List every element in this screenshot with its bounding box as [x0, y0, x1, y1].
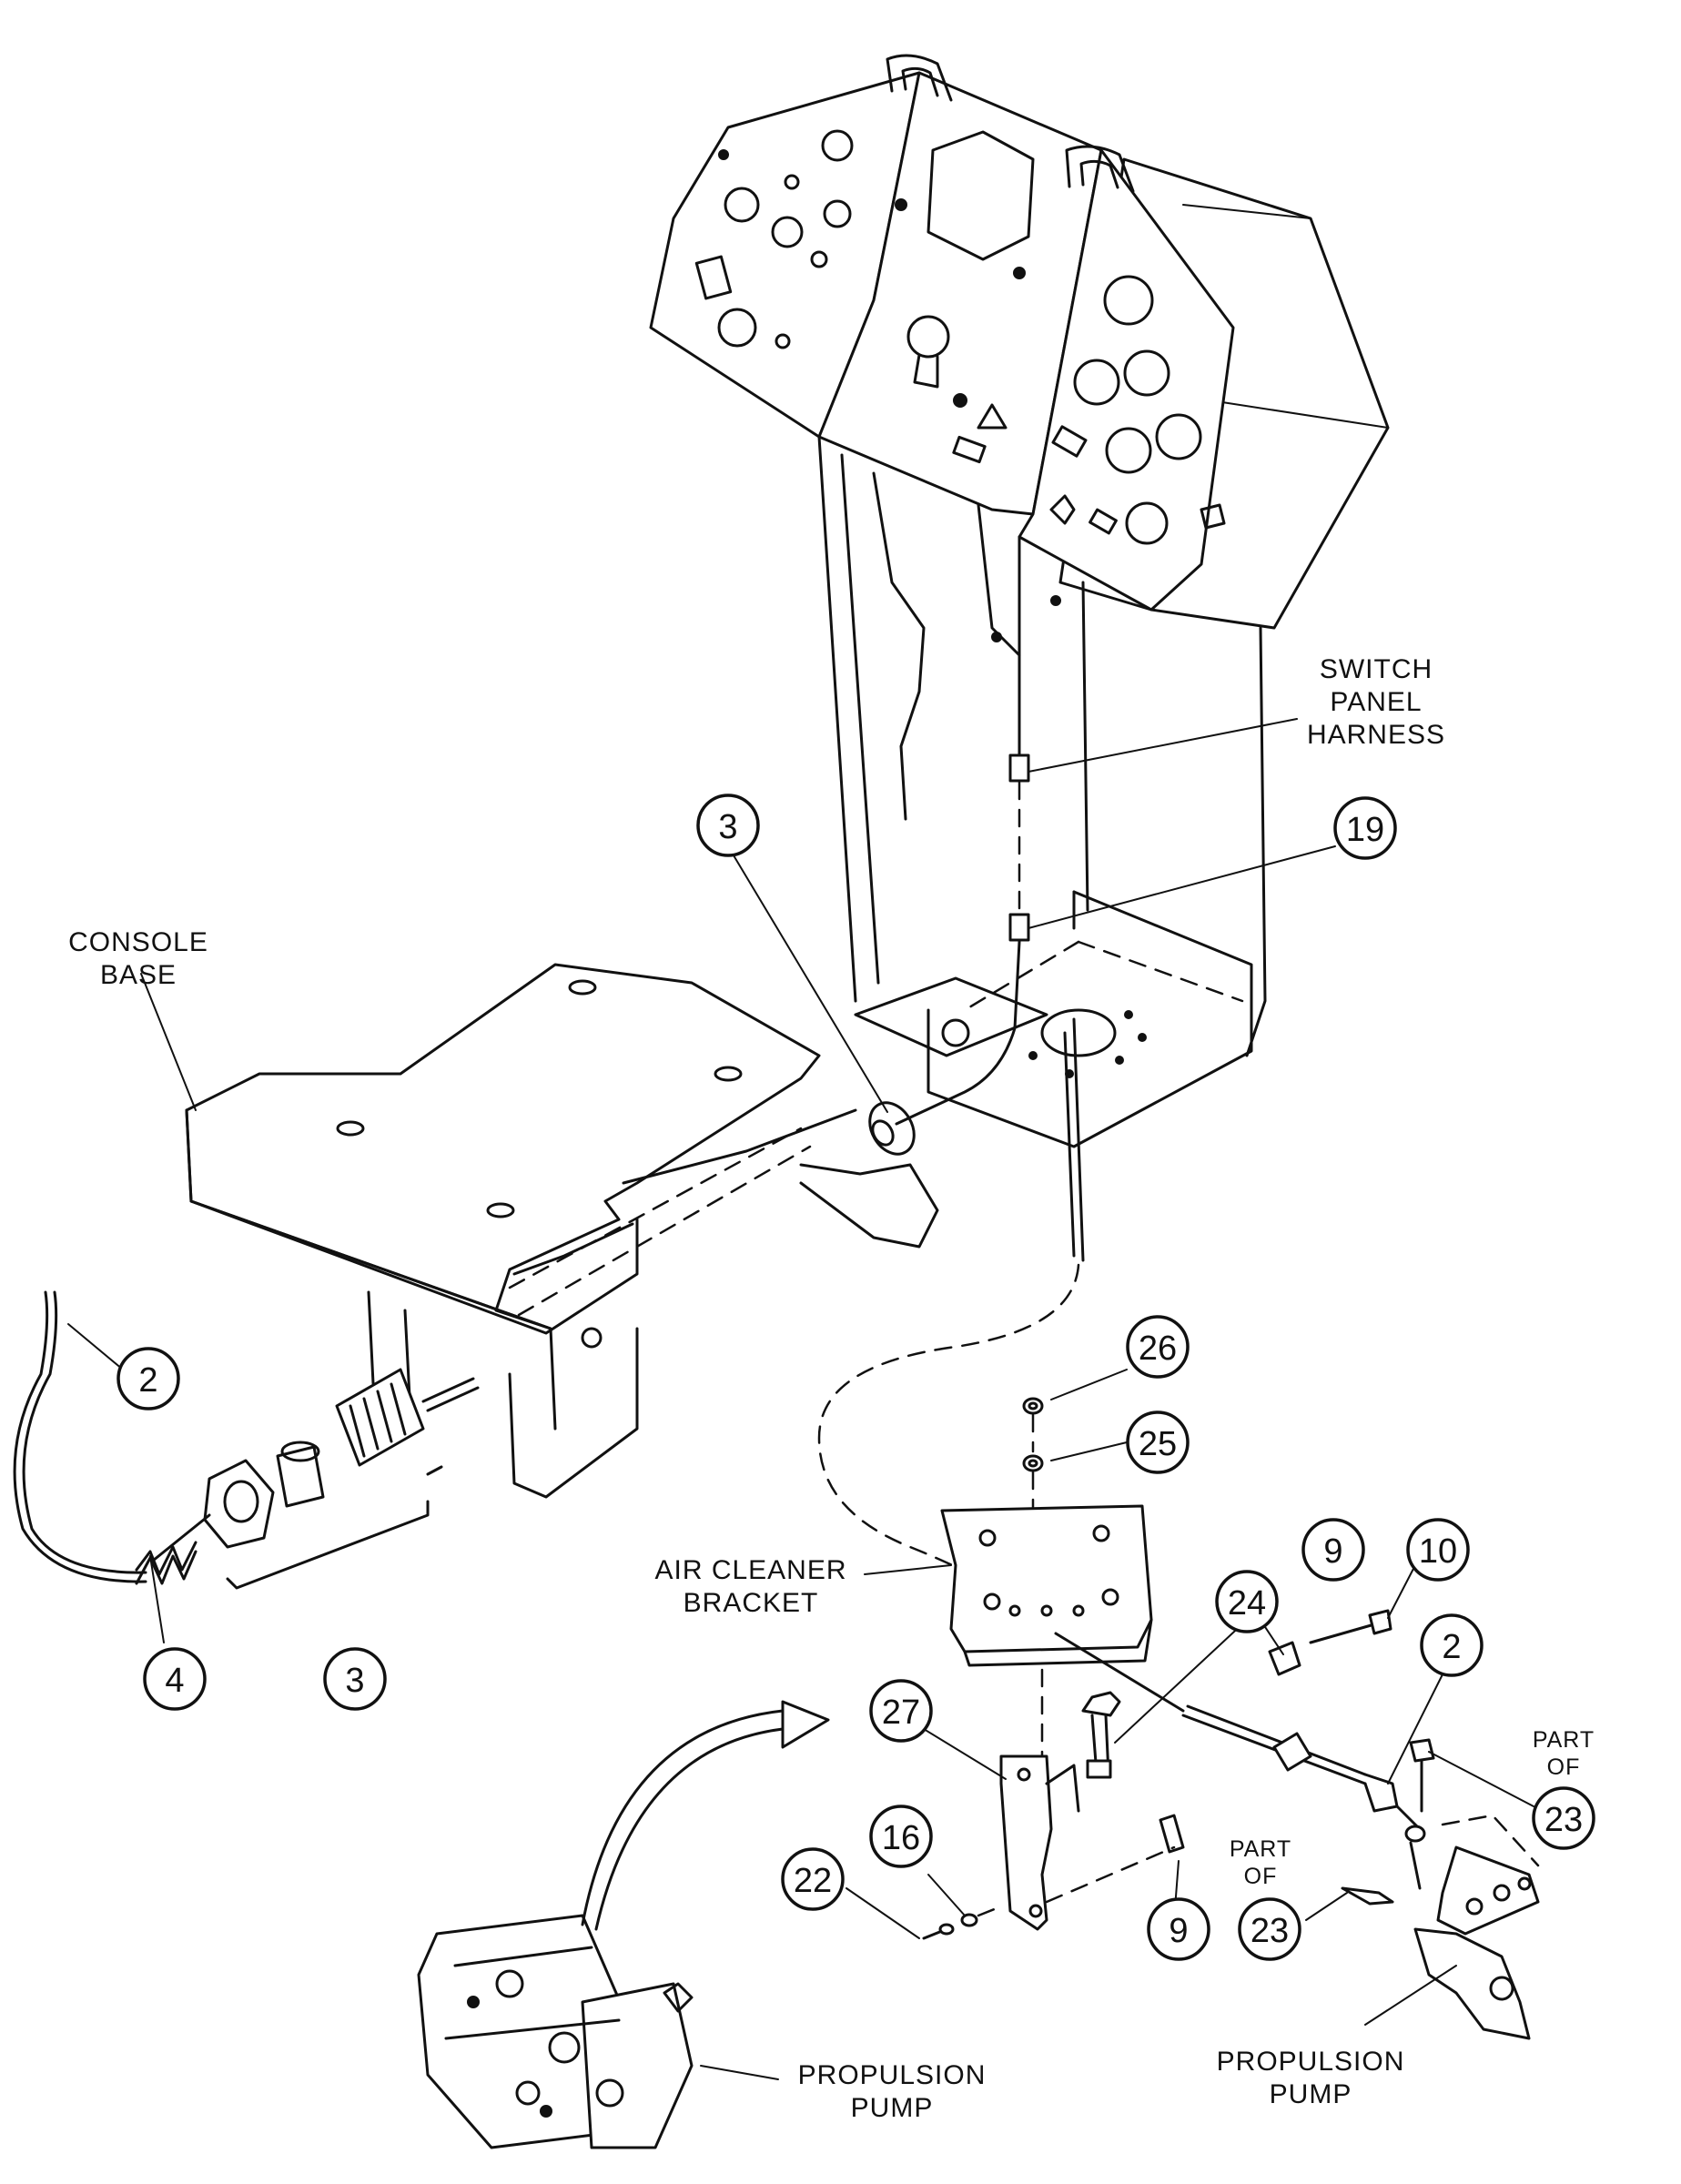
callout-22: 22 [781, 1847, 845, 1911]
label-line: OF [1547, 1754, 1581, 1780]
cable-fittings [135, 1368, 480, 1590]
callout-number: 3 [345, 1662, 364, 1700]
callout-number: 26 [1139, 1330, 1177, 1368]
callout-number: 24 [1228, 1584, 1266, 1623]
callout-3-bottom: 3 [323, 1647, 387, 1711]
label-air-cleaner-bracket: AIR CLEANER BRACKET [654, 1555, 846, 1618]
label-propulsion-pump-right: PROPULSION PUMP [1217, 2047, 1405, 2109]
label-line: BASE [100, 960, 177, 990]
label-line: PART [1533, 1727, 1595, 1753]
label-propulsion-pump-left: PROPULSION PUMP [798, 2060, 987, 2123]
pump-lever-right [1413, 1814, 1540, 2040]
callout-23-lower: 23 [1238, 1897, 1301, 1961]
label-line: SWITCH [1320, 654, 1433, 684]
label-line: PROPULSION [1217, 2047, 1405, 2077]
callout-25: 25 [1126, 1410, 1190, 1474]
callout-23-upper: 23 [1532, 1786, 1595, 1850]
callout-4: 4 [143, 1647, 207, 1711]
label-line: PART [1230, 1836, 1291, 1862]
callout-9-top: 9 [1301, 1518, 1365, 1582]
callout-9-bottom: 9 [1147, 1897, 1210, 1961]
callout-24: 24 [1215, 1570, 1279, 1633]
callout-number: 22 [794, 1862, 832, 1900]
callout-27: 27 [869, 1679, 933, 1743]
curved-arrow [581, 1700, 830, 1931]
label-console-base: CONSOLE BASE [68, 927, 208, 990]
callout-19: 19 [1333, 796, 1397, 860]
washers [1022, 1397, 1044, 1526]
throttle-cable-right [1054, 1632, 1426, 1890]
callout-3-top: 3 [696, 794, 760, 857]
console-top-housing [649, 54, 1390, 630]
label-line: CONSOLE [68, 927, 208, 957]
label-line: OF [1244, 1864, 1278, 1889]
callout-16: 16 [869, 1805, 933, 1868]
callout-number: 9 [1169, 1912, 1188, 1950]
label-part-of-lower: PART OF [1230, 1836, 1291, 1889]
callout-number: 2 [1442, 1628, 1461, 1666]
console-base [185, 963, 939, 1499]
label-line: PUMP [851, 2093, 934, 2123]
callout-number: 3 [718, 808, 737, 846]
label-line: PUMP [1270, 2079, 1352, 2109]
label-line: PROPULSION [798, 2060, 987, 2090]
callout-number: 23 [1544, 1801, 1583, 1839]
callout-10: 10 [1406, 1518, 1470, 1582]
callout-number: 4 [165, 1662, 184, 1700]
label-line: PANEL [1330, 687, 1422, 717]
label-line: BRACKET [684, 1588, 819, 1618]
callout-number: 2 [138, 1361, 157, 1400]
callout-number: 27 [882, 1694, 920, 1732]
callout-number: 23 [1251, 1912, 1289, 1950]
leader-lines [67, 718, 1534, 2080]
callout-number: 9 [1323, 1532, 1342, 1571]
propulsion-pump-left [417, 1914, 694, 2149]
grommet-part-3 [868, 1101, 916, 1156]
callout-number: 10 [1419, 1532, 1457, 1571]
callout-26: 26 [1126, 1315, 1190, 1379]
air-cleaner-bracket [940, 1504, 1153, 1813]
callout-2-left: 2 [116, 1347, 180, 1410]
callout-2-right: 2 [1420, 1613, 1484, 1677]
callout-number: 19 [1346, 811, 1384, 849]
label-part-of-upper: PART OF [1533, 1727, 1595, 1780]
throttle-cable-left [13, 1290, 147, 1583]
callout-number: 25 [1139, 1425, 1177, 1463]
console-column [817, 435, 1267, 1057]
lower-console-box [854, 890, 1253, 1148]
small-hardware [922, 1609, 1435, 1940]
bracket-part-27 [999, 1754, 1080, 1931]
label-switch-panel-harness: SWITCH PANEL HARNESS [1307, 654, 1445, 750]
callout-number: 16 [882, 1819, 920, 1857]
label-line: HARNESS [1307, 720, 1445, 750]
screw-part-24 [1081, 1691, 1121, 1779]
label-line: AIR CLEANER [654, 1555, 846, 1585]
